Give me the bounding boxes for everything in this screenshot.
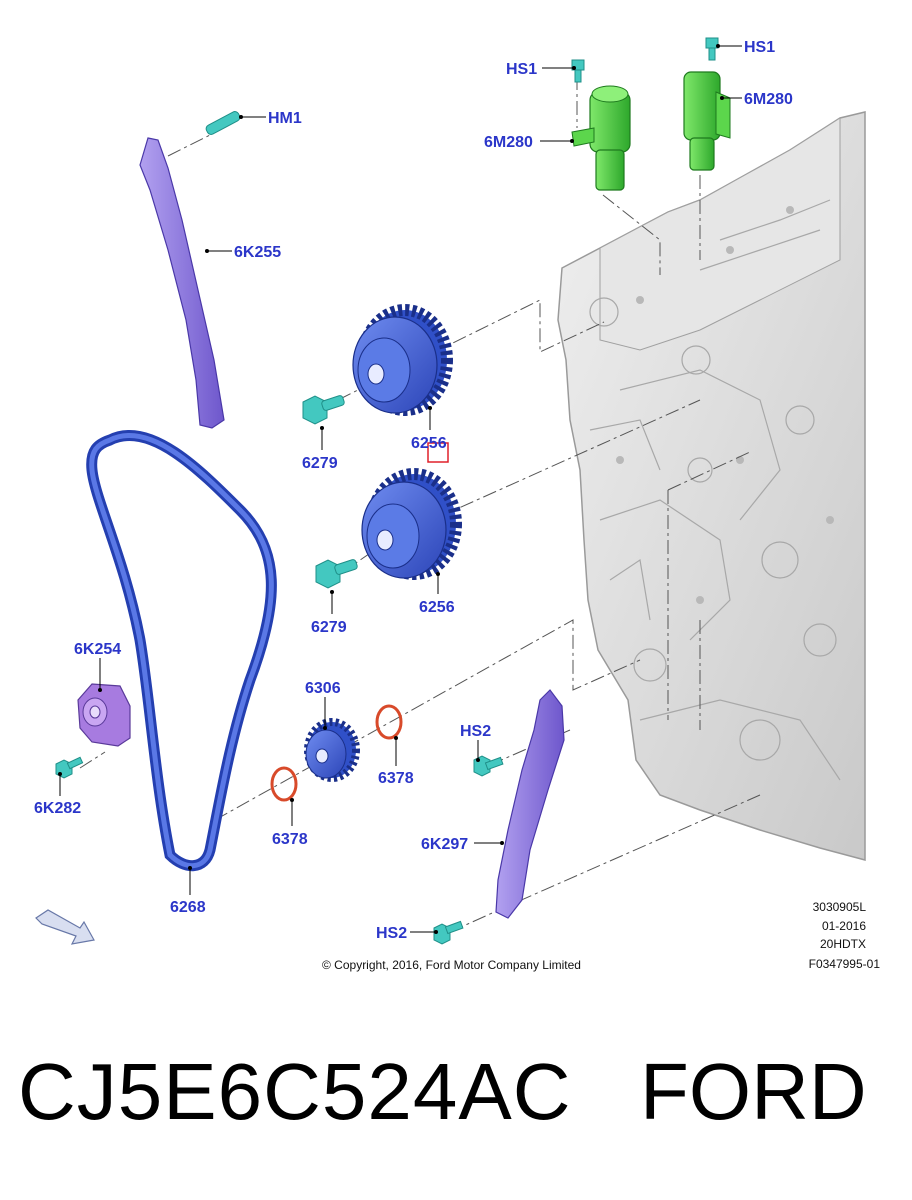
solenoid-right [683, 71, 731, 171]
label-6306: 6306 [305, 680, 341, 697]
solenoid-left [571, 85, 631, 191]
engine-block [557, 111, 866, 861]
label-6256-top: 6256 [411, 435, 447, 452]
lower-chain-guide [495, 689, 565, 919]
view-arrow-icon [35, 909, 95, 945]
bolt-hs1-right [705, 37, 719, 61]
meta-figure: F0347995-01 [809, 957, 881, 971]
copyright: © Copyright, 2016, Ford Motor Company Li… [322, 958, 581, 972]
meta-date: 01-2016 [822, 919, 866, 933]
label-6256-bottom: 6256 [419, 599, 455, 616]
brand-name: FORD [640, 1047, 867, 1136]
oring-bottom [270, 766, 298, 802]
crank-sprocket [304, 718, 360, 782]
label-hs2-bottom: HS2 [376, 925, 407, 942]
label-6k254: 6K254 [74, 641, 121, 658]
timing-chain [86, 429, 277, 872]
meta-ref: 3030905L [813, 900, 867, 914]
diagram-metadata: 3030905L 01-2016 20HDTX F0347995-01 © Co… [322, 900, 880, 972]
label-6m280-left: 6M280 [484, 134, 533, 151]
label-6k297: 6K297 [421, 836, 468, 853]
label-6k282: 6K282 [34, 800, 81, 817]
label-hs2-top: HS2 [460, 723, 491, 740]
oring-top [375, 704, 403, 740]
highlight-marker [427, 442, 449, 463]
label-hm1: HM1 [268, 110, 302, 127]
bolt-6279-top [302, 395, 345, 425]
tensioner [77, 683, 131, 747]
label-hs1-right: HS1 [744, 39, 775, 56]
part-number: CJ5E6C524AC [18, 1047, 572, 1136]
label-6279-top: 6279 [302, 455, 338, 472]
part-labels: HM1 6K255 HS1 HS1 6M280 6M280 6279 6256 … [34, 39, 793, 942]
timing-diagram: HM1 6K255 HS1 HS1 6M280 6M280 6279 6256 … [34, 37, 880, 972]
label-6k255: 6K255 [234, 244, 281, 261]
bolt-hs2-bottom [433, 920, 464, 945]
label-6279-bottom: 6279 [311, 619, 347, 636]
bolt-hs1-left [571, 59, 585, 83]
leader-lines [58, 44, 742, 934]
stud-hm1 [205, 111, 241, 135]
label-6378-bottom: 6378 [272, 831, 308, 848]
label-6268: 6268 [170, 899, 206, 916]
upper-chain-guide [139, 137, 225, 429]
label-hs1-left: HS1 [506, 61, 537, 78]
sprocket-intake [352, 304, 453, 416]
label-6378-top: 6378 [378, 770, 414, 787]
sprocket-exhaust [361, 468, 462, 580]
meta-engine: 20HDTX [820, 937, 866, 951]
bolt-6279-bottom [315, 559, 358, 589]
label-6m280-right: 6M280 [744, 91, 793, 108]
